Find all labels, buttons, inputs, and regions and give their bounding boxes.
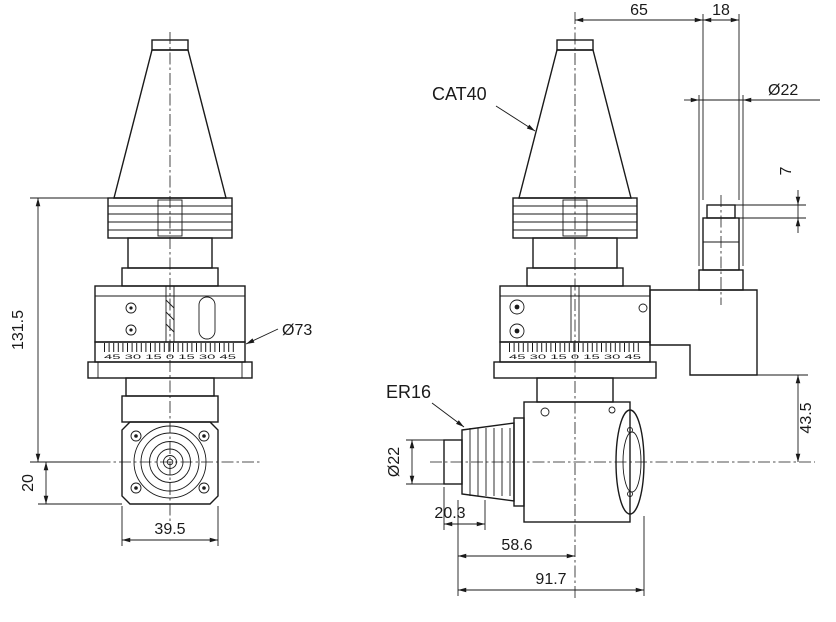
spindle-face-circle [133, 425, 207, 499]
set-screw [125, 302, 137, 314]
cat40-taper-right [512, 39, 638, 239]
dim-43-5-text: 43.5 [798, 402, 815, 433]
degree-scale-numbers: 45 30 15 0 15 30 45 [509, 354, 642, 361]
dim-head-width: 39.5 [121, 506, 219, 546]
dim-65-text: 65 [630, 2, 648, 19]
set-screw [125, 324, 137, 336]
lock-screw [509, 299, 525, 315]
dim-axis-drop-43-5: 43.5 [757, 374, 815, 462]
dim-pin-cap-7: 7 [735, 166, 806, 233]
angle-head-right [443, 377, 645, 523]
drive-key-slot [157, 199, 183, 237]
dim-top-18: 18 [703, 2, 740, 200]
dim-overall-91-7: 91.7 [458, 516, 645, 596]
right-view: 45 30 15 0 15 30 45 [386, 2, 820, 600]
stop-pin [698, 204, 744, 291]
corner-bolt [198, 430, 210, 442]
housing-bolt [608, 406, 616, 414]
leader-body-diameter: Ø73 [245, 322, 312, 345]
housing-bolt [540, 407, 550, 417]
angle-head-left [121, 377, 219, 505]
left-view: 45 30 15 0 15 30 45 [10, 32, 312, 546]
degree-scale-numbers: 45 30 15 0 15 30 45 [104, 354, 237, 361]
dim-pin-diameter: Ø22 [684, 82, 820, 266]
dim-7-text: 7 [778, 166, 795, 175]
dim-overall-height: 131.5 [10, 197, 108, 463]
drive-key-slot [562, 199, 588, 237]
corner-bolt [130, 430, 142, 442]
pin-hole [638, 303, 648, 313]
corner-bolt [130, 482, 142, 494]
dim-nose-20-3: 20.3 [434, 487, 486, 530]
dim-58-6-text: 58.6 [501, 537, 532, 554]
dim-dia-22-pin-text: Ø22 [768, 82, 798, 99]
label-er16: ER16 [386, 382, 465, 428]
pin-collar [698, 269, 744, 291]
adjust-slot [198, 296, 216, 340]
spindle-face-plate [121, 421, 219, 505]
er16-label: ER16 [386, 382, 431, 402]
dim-91-7-text: 91.7 [535, 571, 566, 588]
cat40-label: CAT40 [432, 84, 487, 104]
dim-dia-22-collet-text: Ø22 [386, 447, 403, 477]
centerlines-left [78, 32, 262, 525]
stop-bracket [649, 289, 758, 376]
lock-screw [509, 323, 525, 339]
dim-20-text: 20 [20, 474, 37, 492]
dim-spindle-drop: 20 [20, 462, 122, 505]
dim-center-58-6: 58.6 [457, 500, 575, 596]
dim-collet-diameter: Ø22 [386, 439, 444, 485]
end-cover [615, 409, 645, 515]
bracket-arm [649, 289, 758, 376]
dim-39-5-text: 39.5 [154, 521, 185, 538]
dim-top-65: 65 [575, 2, 704, 200]
dim-18-text: 18 [712, 2, 730, 19]
dim-131-5-text: 131.5 [10, 310, 27, 350]
collet-nose [443, 439, 463, 485]
label-cat40: CAT40 [432, 84, 536, 132]
corner-bolt [198, 482, 210, 494]
dim-dia-73-text: Ø73 [282, 322, 312, 339]
dim-20-3-text: 20.3 [434, 505, 465, 522]
